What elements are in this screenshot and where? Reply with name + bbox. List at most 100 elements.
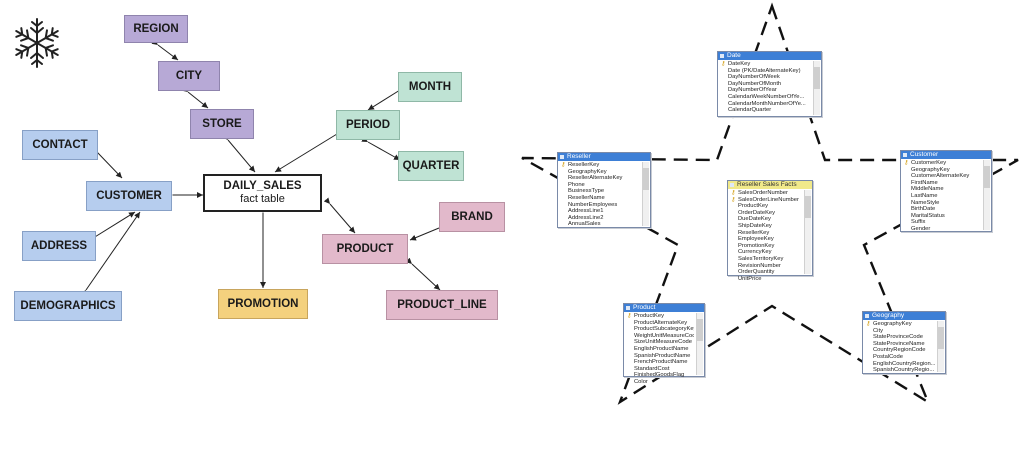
table-column[interactable]: NumberEmployees xyxy=(561,202,640,209)
table-column[interactable]: Phone xyxy=(561,182,640,189)
table-column[interactable]: ⚷SalesOrderLineNumber xyxy=(731,197,802,204)
edge-month-period xyxy=(367,84,407,111)
table-column[interactable]: SpanishCountryRegio... xyxy=(866,367,935,374)
table-column[interactable]: SizeUnitMeasureCode xyxy=(627,339,694,346)
table-column[interactable]: DayNumberOfWeek xyxy=(721,74,811,81)
table-reseller-sales-facts[interactable]: Reseller Sales Facts ⚷SalesOrderNumber⚷S… xyxy=(727,180,813,282)
table-column-name: DayNumberOfYear xyxy=(728,87,777,94)
table-column[interactable]: ProductSubcategoryKey xyxy=(627,326,694,333)
table-column[interactable]: StandardCost xyxy=(627,366,694,373)
table-column[interactable]: DayNumberOfYear xyxy=(721,87,811,94)
table-column-name: RevisionNumber xyxy=(738,262,781,269)
table-column[interactable]: CalendarWeekNumberOfYe... xyxy=(721,94,811,101)
table-column-name: UnitPrice xyxy=(738,275,762,282)
table-icon xyxy=(730,183,734,187)
table-column[interactable]: FrenchProductName xyxy=(627,359,694,366)
scrollbar[interactable] xyxy=(696,313,703,375)
table-column[interactable]: PostalCode xyxy=(866,354,935,361)
table-column[interactable]: GeographyKey xyxy=(561,169,640,176)
table-column[interactable]: MaritalStatus xyxy=(904,213,981,220)
table-column[interactable]: City xyxy=(866,328,935,335)
table-column[interactable]: ResellerAlternateKey xyxy=(561,175,640,182)
node-product: PRODUCT xyxy=(322,234,408,264)
table-column-name: NameStyle xyxy=(911,199,940,206)
table-icon xyxy=(865,314,869,318)
table-date-header: Date xyxy=(718,52,821,60)
table-column[interactable]: MiddleName xyxy=(904,186,981,193)
table-column-name: ProductKey xyxy=(634,313,664,319)
table-column[interactable]: ⚷DateKey xyxy=(721,61,811,68)
table-column[interactable]: EnglishProductName xyxy=(627,346,694,353)
table-column[interactable]: ⚷ResellerKey xyxy=(561,162,640,169)
scrollbar[interactable] xyxy=(804,190,811,274)
table-column[interactable]: NameStyle xyxy=(904,200,981,207)
table-column[interactable]: GeographyKey xyxy=(904,167,981,174)
table-column[interactable]: CurrencyKey xyxy=(731,249,802,256)
table-column-name: CountryRegionCode xyxy=(873,347,926,354)
table-column[interactable]: ProductAlternateKey xyxy=(627,320,694,327)
node-region: REGION xyxy=(124,15,188,43)
scrollbar[interactable] xyxy=(937,321,944,372)
scrollbar[interactable] xyxy=(813,61,820,115)
scrollbar[interactable] xyxy=(983,160,990,230)
table-column[interactable]: StateProvinceName xyxy=(866,341,935,348)
node-store: STORE xyxy=(190,109,254,139)
table-column-name: ResellerKey xyxy=(568,162,600,168)
table-column[interactable]: ProductKey xyxy=(731,203,802,210)
table-column[interactable]: ⚷CustomerKey xyxy=(904,160,981,167)
table-column[interactable]: CalendarQuarter xyxy=(721,107,811,114)
table-column[interactable]: DueDateKey xyxy=(731,216,802,223)
table-column-name: OrderDateKey xyxy=(738,209,776,216)
table-column[interactable]: FirstName xyxy=(904,180,981,187)
table-column[interactable]: Gender xyxy=(904,226,981,233)
table-column[interactable]: LastName xyxy=(904,193,981,200)
table-column-name: FirstName xyxy=(911,179,938,186)
table-column[interactable]: RevisionNumber xyxy=(731,263,802,270)
table-column[interactable]: StateProvinceCode xyxy=(866,334,935,341)
table-column-name: SizeUnitMeasureCode xyxy=(634,339,692,346)
table-column[interactable]: BirthDate xyxy=(904,206,981,213)
table-column[interactable]: AddressLine2 xyxy=(561,215,640,222)
table-column[interactable]: SalesTerritoryKey xyxy=(731,256,802,263)
edge-store-fact xyxy=(221,133,256,173)
table-column[interactable]: OrderDateKey xyxy=(731,210,802,217)
table-column[interactable]: CustomerAlternateKey xyxy=(904,173,981,180)
table-column[interactable]: BusinessType xyxy=(561,188,640,195)
table-column[interactable]: ⚷SalesOrderNumber xyxy=(731,190,802,197)
table-column[interactable]: FinishedGoodsFlag xyxy=(627,372,694,379)
table-icon xyxy=(903,153,907,157)
table-column-name: LastName xyxy=(911,192,938,199)
table-column-name: City xyxy=(873,327,883,334)
fact-subtitle: fact table xyxy=(240,193,285,205)
table-column[interactable]: ⚷GeographyKey xyxy=(866,321,935,328)
edge-fact-product xyxy=(323,197,356,234)
table-column[interactable]: CalendarMonthNumberOfYe... xyxy=(721,101,811,108)
table-column[interactable]: DayNumberOfMonth xyxy=(721,81,811,88)
table-column[interactable]: ⚷ProductKey xyxy=(627,313,694,320)
table-column[interactable]: Date (PK/DateAlternateKey) xyxy=(721,68,811,75)
table-column[interactable]: ResellerKey xyxy=(731,230,802,237)
scrollbar[interactable] xyxy=(642,162,649,226)
table-column[interactable]: CountryRegionCode xyxy=(866,347,935,354)
table-column[interactable]: AddressLine1 xyxy=(561,208,640,215)
table-column-name: OrderQuantity xyxy=(738,269,775,276)
table-column[interactable]: EmployeeKey xyxy=(731,236,802,243)
table-column[interactable]: PromotionKey xyxy=(731,243,802,250)
table-column[interactable]: Color xyxy=(627,379,694,386)
table-column[interactable]: UnitPrice xyxy=(731,276,802,283)
table-column-name: ProductSubcategoryKey xyxy=(634,326,694,333)
table-column[interactable]: Suffix xyxy=(904,219,981,226)
table-column[interactable]: EnglishCountryRegion... xyxy=(866,361,935,368)
table-column[interactable]: AnnualSales xyxy=(561,221,640,228)
table-column[interactable]: ShipDateKey xyxy=(731,223,802,230)
table-column[interactable]: SpanishProductName xyxy=(627,353,694,360)
table-column-name: SalesOrderNumber xyxy=(738,190,788,196)
table-column[interactable]: WeightUnitMeasureCode xyxy=(627,333,694,340)
table-column[interactable]: ResellerName xyxy=(561,195,640,202)
table-column[interactable]: OrderQuantity xyxy=(731,269,802,276)
